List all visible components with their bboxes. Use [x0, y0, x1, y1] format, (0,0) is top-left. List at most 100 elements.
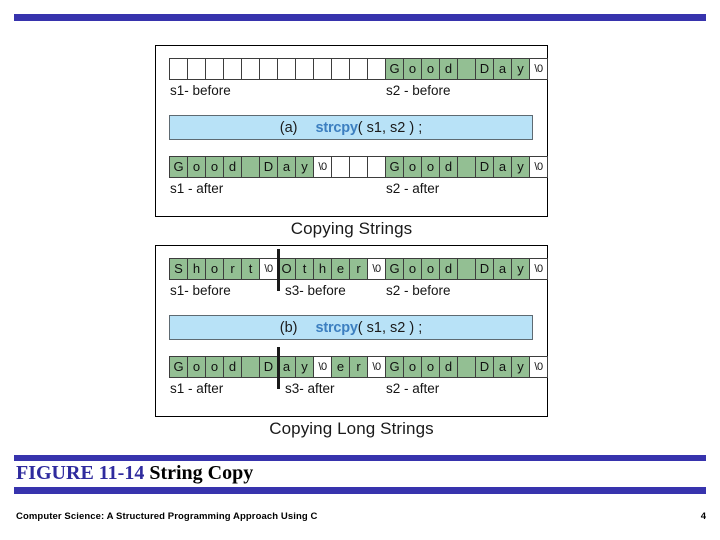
- memory-cell: d: [223, 156, 242, 178]
- memory-cell: h: [313, 258, 332, 280]
- memory-cell: \0: [313, 356, 332, 378]
- memory-cell: y: [511, 58, 530, 80]
- memory-cell: [241, 156, 260, 178]
- memory-cell: a: [277, 156, 296, 178]
- memory-cell: r: [349, 356, 368, 378]
- figure-caption-text: String Copy: [149, 462, 254, 484]
- label-s2-after: s2 - after: [386, 181, 440, 196]
- memory-cell: [169, 58, 188, 80]
- memory-cell: d: [439, 356, 458, 378]
- memory-cell: a: [493, 156, 512, 178]
- memory-cell: o: [187, 356, 206, 378]
- figure-title-bottom-rule: [14, 487, 706, 494]
- memory-cell: a: [493, 258, 512, 280]
- memory-cell: y: [295, 156, 314, 178]
- memory-cell: [277, 58, 296, 80]
- memory-cell: [349, 156, 368, 178]
- memory-cell: [241, 58, 260, 80]
- memory-cell: [259, 58, 278, 80]
- memory-cell: [187, 58, 206, 80]
- label-s2-before: s2 - before: [386, 83, 451, 98]
- memory-cell: [313, 58, 332, 80]
- figure-title-top-rule: [14, 455, 706, 461]
- memory-cell: [367, 156, 386, 178]
- memory-cell: [295, 58, 314, 80]
- memory-cell: [331, 58, 350, 80]
- memory-cell: D: [475, 156, 494, 178]
- memory-cell: G: [169, 156, 188, 178]
- memory-cell: G: [385, 58, 404, 80]
- memory-cell: \0: [367, 356, 386, 378]
- figure-title: FIGURE 11-14 String Copy: [16, 462, 253, 485]
- memory-cell: [367, 58, 386, 80]
- memory-cell: [349, 58, 368, 80]
- memory-cell: r: [349, 258, 368, 280]
- memory-cell: \0: [313, 156, 332, 178]
- memory-cell: o: [205, 258, 224, 280]
- memory-cell: [457, 156, 476, 178]
- memory-row-s1-before: [169, 58, 386, 80]
- label-s1-after-b: s1 - after: [170, 381, 224, 396]
- label-s2-before-b: s2 - before: [386, 283, 451, 298]
- label-s1-before-b: s1- before: [170, 283, 231, 298]
- memory-cell: d: [439, 258, 458, 280]
- memory-cell: o: [421, 258, 440, 280]
- memory-cell: [457, 258, 476, 280]
- top-accent-rule: [14, 14, 706, 21]
- memory-cell: D: [475, 58, 494, 80]
- memory-cell: a: [493, 58, 512, 80]
- call-tag-a: (a): [279, 119, 298, 136]
- memory-cell: \0: [529, 58, 548, 80]
- memory-cell: \0: [529, 356, 548, 378]
- memory-cell: o: [205, 356, 224, 378]
- memory-cell: e: [331, 258, 350, 280]
- call-args-a: ( s1, s2 ) ;: [357, 119, 423, 136]
- memory-cell: D: [259, 156, 278, 178]
- memory-cell: h: [187, 258, 206, 280]
- memory-cell: [223, 58, 242, 80]
- memory-cell: t: [241, 258, 260, 280]
- boundary-divider-after: [277, 347, 280, 389]
- label-s1-after: s1 - after: [170, 181, 224, 196]
- memory-cell: y: [511, 258, 530, 280]
- memory-cell: o: [421, 58, 440, 80]
- memory-cell: \0: [529, 258, 548, 280]
- label-s2-after-b: s2 - after: [386, 381, 440, 396]
- caption-copying-strings: Copying Strings: [290, 219, 413, 238]
- footer-page-number: 4: [700, 511, 706, 522]
- label-s3-before: s3- before: [285, 283, 346, 298]
- memory-cell: \0: [367, 258, 386, 280]
- memory-cell: d: [439, 58, 458, 80]
- memory-cell: o: [187, 156, 206, 178]
- footer-book-title: Computer Science: A Structured Programmi…: [16, 511, 318, 522]
- memory-cell: o: [403, 156, 422, 178]
- memory-cell: G: [169, 356, 188, 378]
- memory-cell: y: [511, 156, 530, 178]
- memory-cell: D: [475, 356, 494, 378]
- memory-cell: o: [421, 356, 440, 378]
- memory-cell: o: [205, 156, 224, 178]
- memory-cell: o: [403, 356, 422, 378]
- memory-cell: o: [403, 58, 422, 80]
- call-bar-a: (a) strcpy ( s1, s2 ) ;: [169, 115, 533, 140]
- caption-copying-long-strings: Copying Long Strings: [269, 419, 434, 438]
- memory-cell: [457, 58, 476, 80]
- memory-cell: D: [475, 258, 494, 280]
- memory-cell: [457, 356, 476, 378]
- memory-cell: D: [259, 356, 278, 378]
- memory-cell: y: [295, 356, 314, 378]
- boundary-divider-before: [277, 249, 280, 291]
- memory-cell: G: [385, 156, 404, 178]
- memory-cell: G: [385, 356, 404, 378]
- memory-cell: [241, 356, 260, 378]
- memory-cell: t: [295, 258, 314, 280]
- memory-cell: G: [385, 258, 404, 280]
- call-args-b: ( s1, s2 ) ;: [357, 319, 423, 336]
